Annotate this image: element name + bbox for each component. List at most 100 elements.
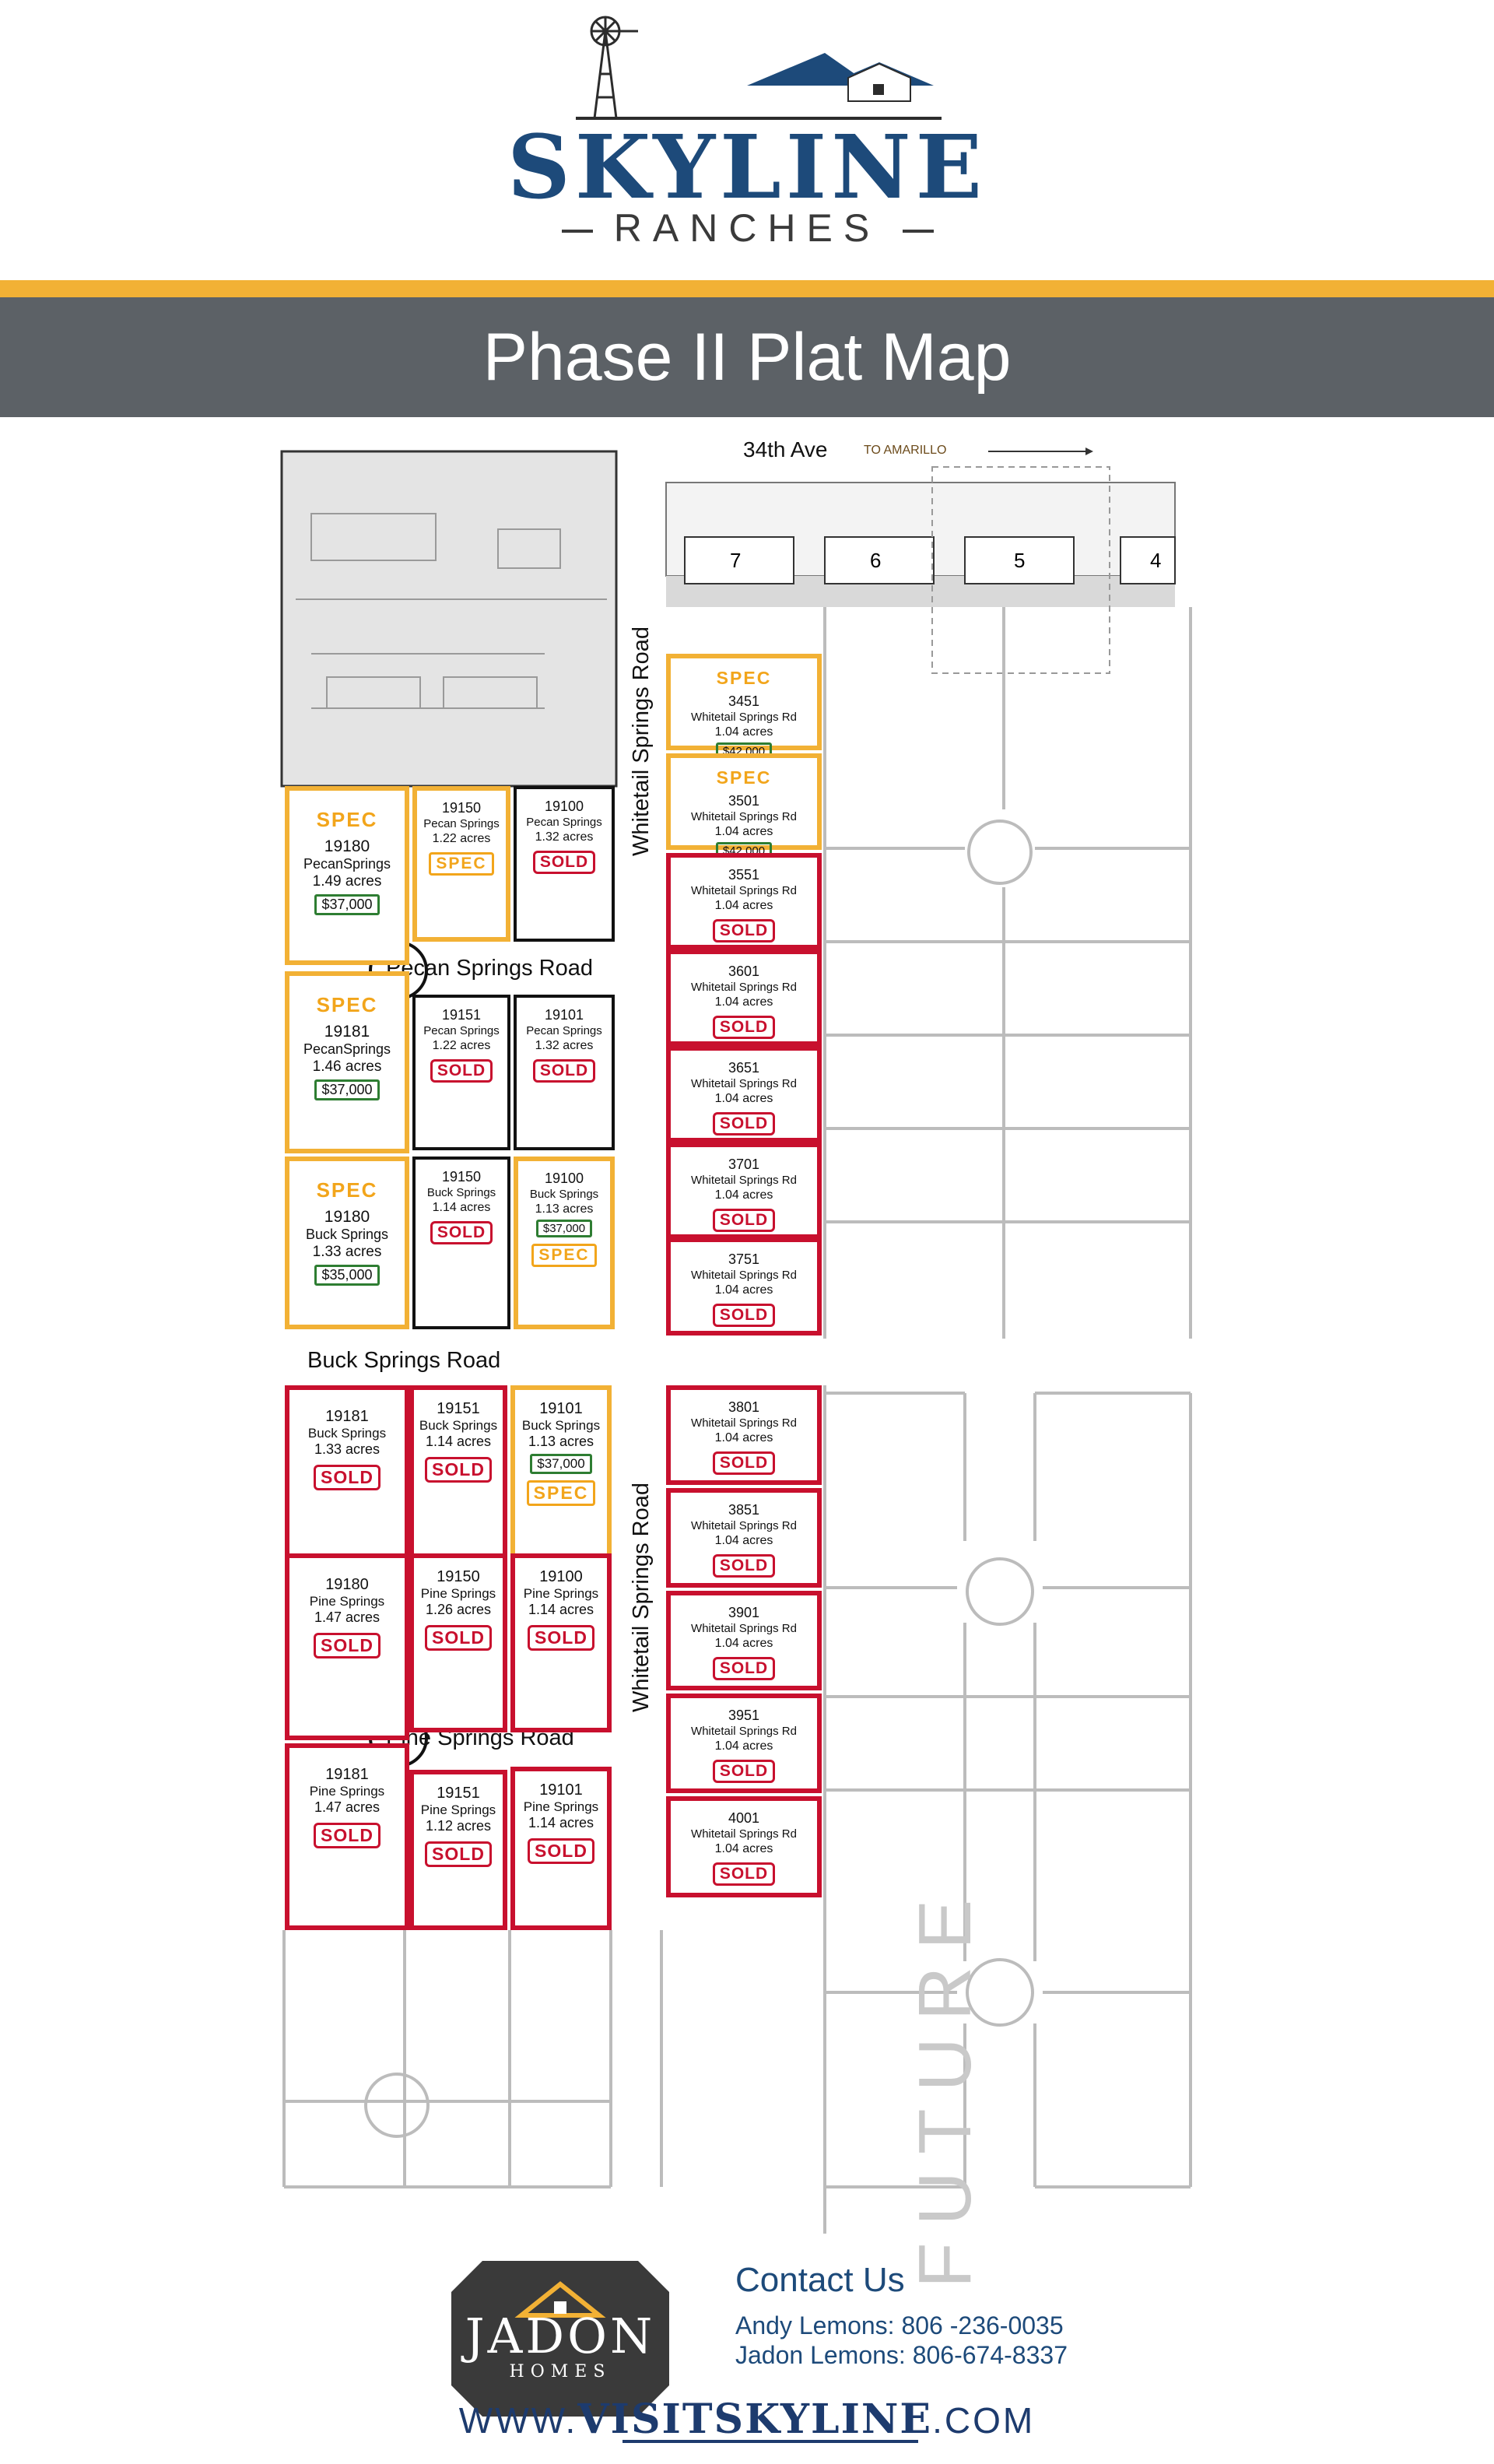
lot-street: Buck Springs xyxy=(419,1418,498,1433)
lot-addr: 19180 xyxy=(324,1208,370,1226)
lot-addr: 19180 xyxy=(324,837,370,855)
lot-street: Buck Springs xyxy=(426,1185,496,1199)
lot-badge: SPEC xyxy=(716,668,772,688)
lot-addr: 3651 xyxy=(728,1060,760,1076)
brand-rule-left xyxy=(562,230,593,233)
lot-badge: SOLD xyxy=(712,1111,776,1135)
lot-badge: SOLD xyxy=(712,1451,776,1475)
lot-badge: SOLD xyxy=(314,1822,381,1848)
windmill-house-icon xyxy=(576,16,942,120)
lot-addr: 3801 xyxy=(728,1399,760,1415)
lot-addr: 3451 xyxy=(728,693,760,709)
lot-addr: 19151 xyxy=(441,1007,482,1023)
lot-badge: SOLD xyxy=(425,1841,492,1867)
website-url[interactable]: WWW.VISITSKYLINE.COM xyxy=(0,2396,1494,2443)
lot-addr: 3851 xyxy=(728,1502,760,1518)
brand-rule-right xyxy=(903,230,934,233)
lot-acres: 1.04 acres xyxy=(714,725,773,739)
lot-street: Pine Springs xyxy=(309,1784,385,1799)
road-34th-ave: 34th Ave xyxy=(743,437,828,462)
lot-badge: SOLD xyxy=(528,1624,594,1651)
lot-acres: 1.04 acres xyxy=(714,1841,773,1855)
lot-badge: SOLD xyxy=(532,850,596,874)
lot-street: PecanSprings xyxy=(303,1041,391,1058)
jadon-name: JADON xyxy=(465,2308,656,2364)
road-pecan-springs: Pecan Springs Road xyxy=(386,956,593,981)
lot-acres: 1.33 acres xyxy=(314,1441,381,1458)
lot-acres: 1.04 acres xyxy=(714,1739,773,1753)
commercial-lot-6: 6 xyxy=(870,549,882,572)
road-buck-springs: Buck Springs Road xyxy=(307,1348,501,1373)
lot-acres: 1.04 acres xyxy=(714,898,773,912)
lot-street: Pine Springs xyxy=(523,1586,599,1601)
lot-street: Whitetail Springs Rd xyxy=(691,710,797,724)
lot-addr: 3501 xyxy=(728,793,760,809)
lot-addr: 19181 xyxy=(325,1408,369,1425)
lot-acres: 1.47 acres xyxy=(314,1799,381,1816)
lot-acres: 1.04 acres xyxy=(714,1283,773,1297)
lot-acres: 1.14 acres xyxy=(528,1602,594,1618)
commercial-site-plan xyxy=(280,450,618,788)
lot-addr: 19181 xyxy=(325,1766,369,1783)
lot-badge: SPEC xyxy=(316,1178,378,1202)
lot-badge: SPEC xyxy=(526,1479,596,1506)
lot-addr: 19101 xyxy=(539,1781,583,1799)
lot-badge: SPEC xyxy=(716,767,772,788)
lot-addr: 19150 xyxy=(441,800,482,816)
lot-addr: 19181 xyxy=(324,1023,370,1041)
lot-addr: 4001 xyxy=(728,1810,760,1826)
lot-addr: 19100 xyxy=(544,1171,584,1186)
lot-street: Buck Springs xyxy=(529,1187,599,1201)
lot-price: $35,000 xyxy=(314,1264,380,1286)
lot-badge: SOLD xyxy=(712,1656,776,1680)
lot-acres: 1.04 acres xyxy=(714,1636,773,1650)
lot-badge: SOLD xyxy=(425,1624,492,1651)
contact-title: Contact Us xyxy=(735,2261,905,2299)
lot-acres: 1.14 acres xyxy=(432,1200,491,1214)
lot-badge: SPEC xyxy=(429,851,494,876)
brand-name: SKYLINE xyxy=(507,117,987,219)
lot-badge: SOLD xyxy=(528,1837,594,1864)
lot-street: Buck Springs xyxy=(305,1227,389,1243)
lot-acres: 1.33 acres xyxy=(312,1243,382,1260)
lot-badge: SOLD xyxy=(425,1456,492,1483)
lot-badge: SOLD xyxy=(712,1553,776,1578)
brand-logo: SKYLINE RANCHES xyxy=(0,0,1494,280)
lot-badge: SOLD xyxy=(532,1058,596,1083)
lot-price: $37,000 xyxy=(535,1219,593,1237)
lot-badge: SOLD xyxy=(712,918,776,942)
lot-street: Whitetail Springs Rd xyxy=(691,809,797,823)
lot-addr: 3951 xyxy=(728,1708,760,1723)
lot-badge: SOLD xyxy=(430,1220,493,1244)
